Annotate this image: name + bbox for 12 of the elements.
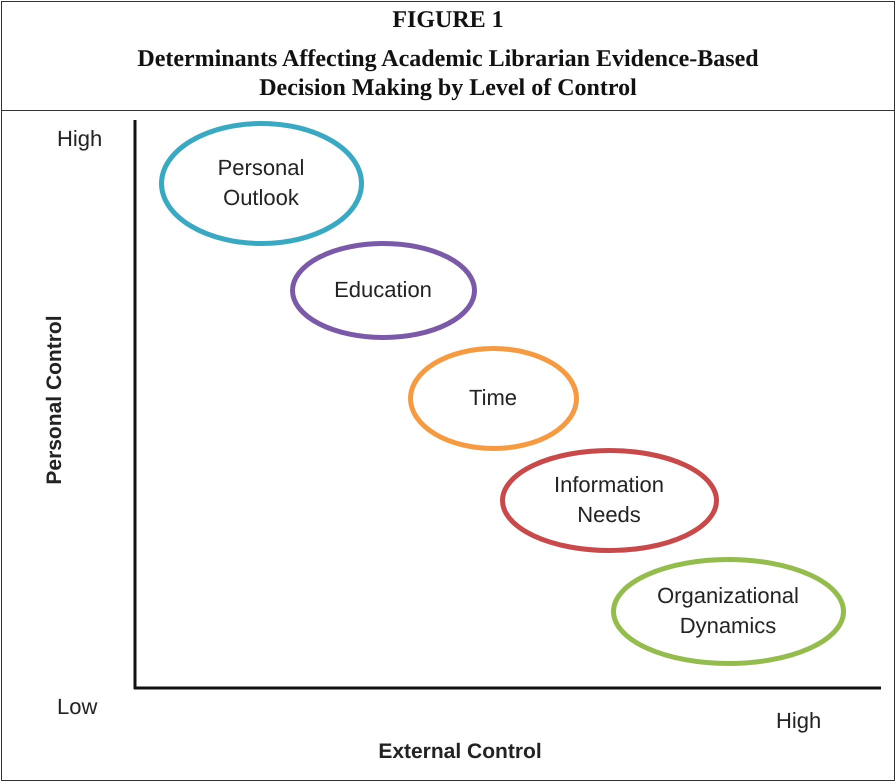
axis-tick-label: Low: [57, 694, 98, 720]
node-label: Information Needs: [552, 471, 666, 529]
figure-title: Determinants Affecting Academic Librarian Evidence-Based Decision Making by Level of Control: [136, 45, 760, 103]
axis-tick-label: High: [57, 126, 102, 152]
node-label: Personal Outlook: [216, 154, 306, 212]
axis-tick-label: High: [776, 708, 822, 734]
node-label: Education: [333, 276, 433, 304]
node-label: Organizational Dynamics: [656, 582, 800, 640]
axis-title: Personal Control: [43, 315, 67, 485]
node-label: Time: [468, 384, 518, 412]
axis-title: External Control: [378, 740, 542, 764]
figure-number: FIGURE 1: [391, 6, 505, 35]
